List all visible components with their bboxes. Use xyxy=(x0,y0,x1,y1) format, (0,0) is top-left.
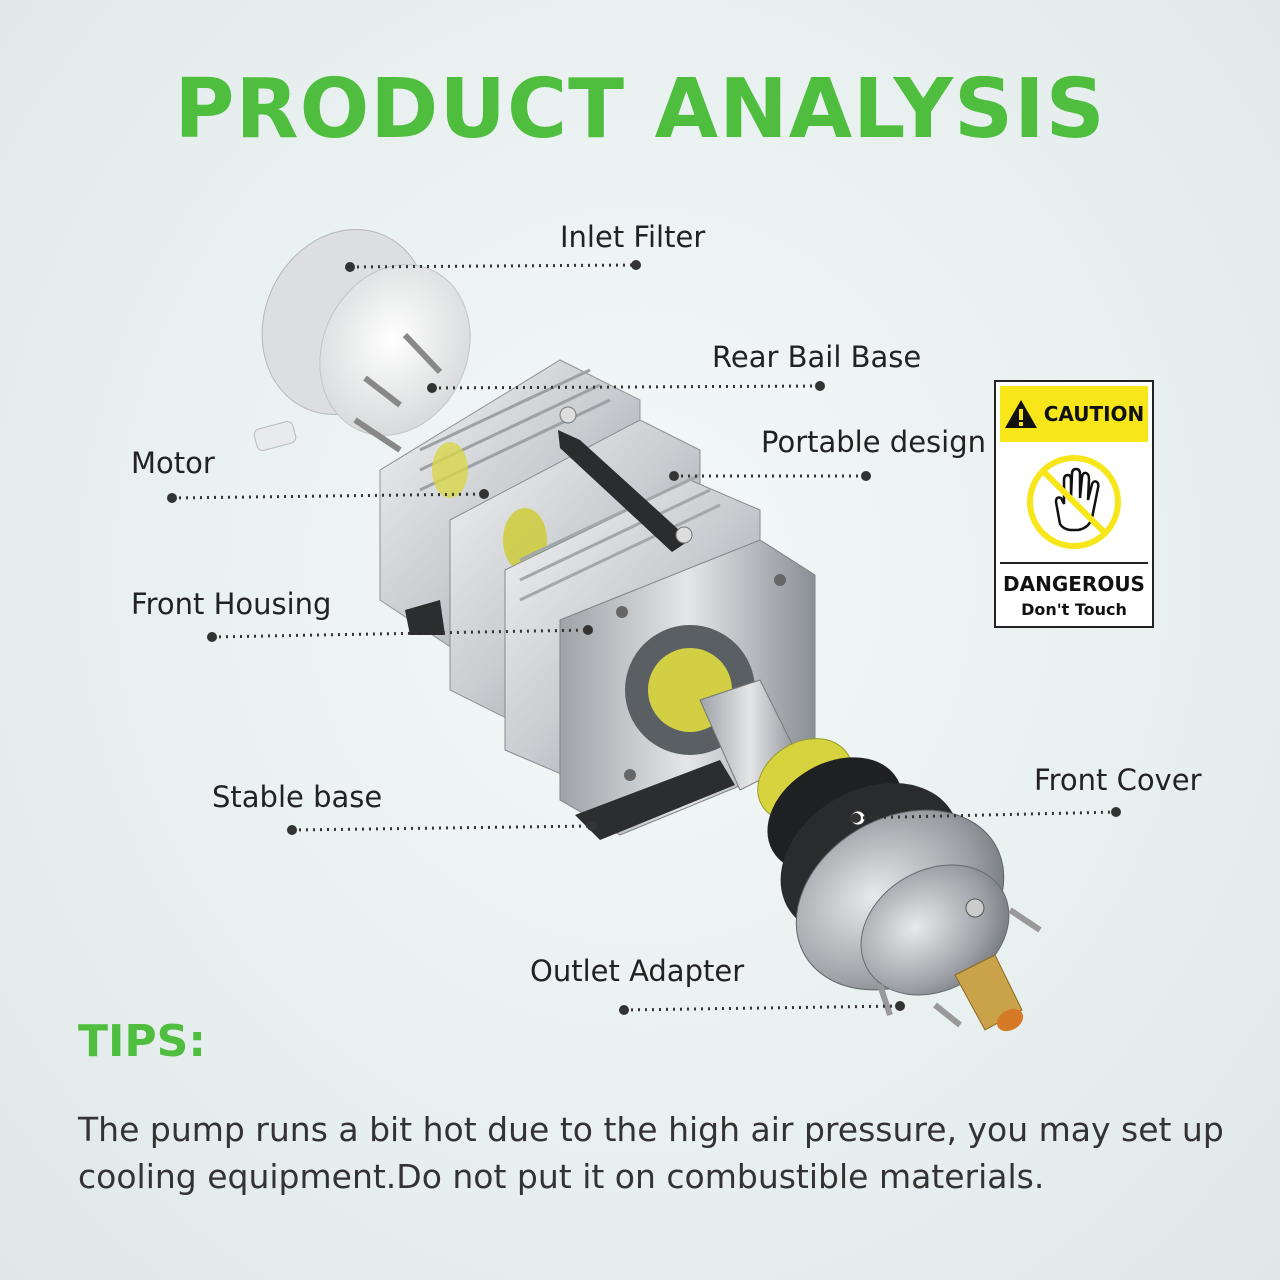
caution-heading: CAUTION xyxy=(1043,402,1145,426)
portable-handle-part xyxy=(558,406,693,552)
label-front-housing: Front Housing xyxy=(131,587,332,621)
label-rear-bail-base: Rear Bail Base xyxy=(712,340,922,374)
leader-dots xyxy=(167,260,1121,1015)
tips-heading: TIPS: xyxy=(78,1016,206,1067)
stable-base-part xyxy=(405,600,735,840)
label-motor: Motor xyxy=(131,446,215,480)
leader-lines xyxy=(171,263,1117,1012)
caution-subtext: Don't Touch xyxy=(1021,600,1127,619)
caution-sign: CAUTION DANGEROUS Don't Touch xyxy=(994,380,1154,628)
tips-text: The pump runs a bit hot due to the high … xyxy=(78,1110,1224,1196)
no-touch-hand-icon xyxy=(1027,455,1121,549)
inlet-filter-part xyxy=(253,229,471,453)
warning-triangle-icon xyxy=(1004,400,1037,428)
label-inlet-filter: Inlet Filter xyxy=(560,220,706,254)
front-cover-part xyxy=(767,757,1042,1028)
caution-divider xyxy=(1000,562,1148,564)
page-title: PRODUCT ANALYSIS xyxy=(174,62,1106,157)
label-front-cover: Front Cover xyxy=(1034,763,1202,797)
outlet-adapter-part xyxy=(954,954,1024,1032)
label-outlet-adapter: Outlet Adapter xyxy=(530,954,745,988)
label-portable-design: Portable design xyxy=(761,425,986,459)
caution-header: CAUTION xyxy=(1000,386,1148,442)
caution-warning-text: DANGEROUS xyxy=(1003,572,1145,596)
label-stable-base: Stable base xyxy=(212,780,383,814)
